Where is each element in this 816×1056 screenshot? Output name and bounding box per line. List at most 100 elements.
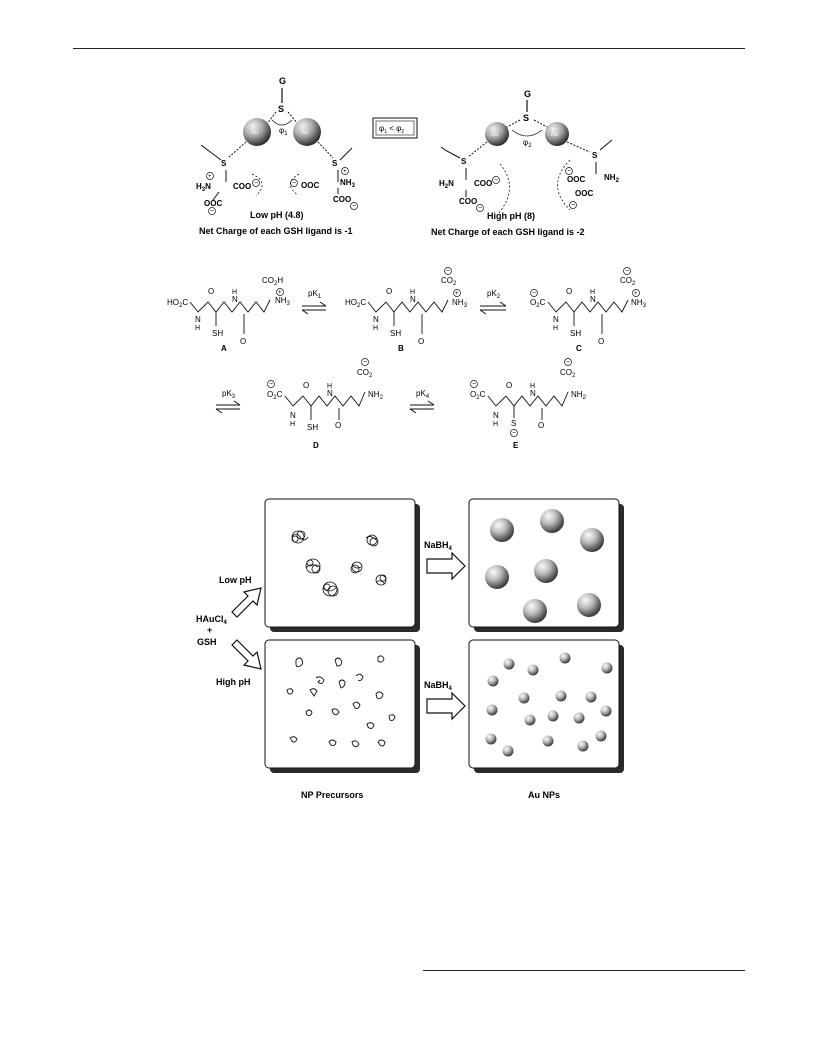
coo-left: COO — [233, 182, 251, 191]
low-ph-label: Low pH — [219, 575, 252, 585]
svg-text:H: H — [493, 421, 498, 428]
svg-text:S: S — [461, 157, 467, 166]
svg-text:COO: COO — [474, 179, 492, 188]
svg-text:−: − — [292, 180, 296, 187]
caption-low-ph: Low pH (4.8) — [250, 210, 304, 220]
svg-text:pK4: pK4 — [416, 389, 430, 400]
footnote-rule — [423, 970, 745, 972]
svg-text:NH2: NH2 — [571, 390, 587, 401]
svg-text:NH3: NH3 — [452, 298, 468, 309]
svg-text:+: + — [343, 169, 347, 175]
svg-text:O2C: O2C — [530, 298, 546, 309]
svg-text:S: S — [592, 151, 598, 160]
svg-text:N: N — [232, 295, 238, 304]
svg-text:−: − — [210, 208, 214, 215]
svg-text:−: − — [472, 381, 476, 388]
svg-text:CO2: CO2 — [357, 368, 373, 379]
svg-text:−: − — [566, 359, 570, 366]
svg-text:H: H — [410, 289, 415, 296]
svg-text:−: − — [446, 268, 450, 275]
svg-text:O: O — [386, 287, 392, 296]
caption-au-nps: Au NPs — [528, 790, 560, 800]
au-sphere-right-1 — [485, 122, 509, 146]
svg-text:pK2: pK2 — [487, 289, 501, 300]
svg-text:Au: Au — [551, 132, 558, 138]
net-charge-high: Net Charge of each GSH ligand is -2 — [431, 227, 585, 237]
s-label-left: S — [278, 104, 284, 114]
svg-text:HO2C: HO2C — [167, 298, 188, 309]
high-ph-arrow — [231, 639, 262, 670]
svg-text:N: N — [410, 295, 416, 304]
svg-text:−: − — [478, 205, 482, 212]
reagent-plus: + — [207, 625, 212, 635]
svg-text:Au: Au — [491, 132, 498, 138]
nabh4-arrow-bottom — [426, 691, 466, 721]
nh3-left: NH3 — [340, 178, 356, 189]
svg-text:Au: Au — [251, 130, 258, 136]
au-sphere-right-2 — [545, 122, 569, 146]
equilibrium-pk3: pK3 — [215, 389, 241, 414]
svg-text:N: N — [327, 389, 333, 398]
scheme-high-ph: G S φ2 Au Au S S H2N COO − COO − − OOC N… — [431, 89, 620, 237]
caption-high-ph: High pH (8) — [487, 211, 535, 221]
scheme-low-ph: G S φ1 Au Au S S + H3N COO − OOC − OOC − — [196, 76, 358, 236]
svg-text:CO2: CO2 — [441, 276, 457, 287]
svg-text:−: − — [571, 202, 575, 209]
panel-aunps-high — [468, 639, 620, 769]
label-a: A — [221, 344, 227, 353]
svg-text:φ1 < φ2: φ1 < φ2 — [379, 124, 404, 135]
au-nps-large — [485, 509, 604, 623]
label-d: D — [313, 441, 319, 450]
h2n-right: H2N — [439, 179, 454, 190]
svg-text:H: H — [530, 383, 535, 390]
svg-text:O: O — [566, 287, 572, 296]
caption-np-precursors: NP Precursors — [301, 790, 363, 800]
angle-phi2: φ2 — [523, 138, 532, 149]
reagent-gsh: GSH — [197, 637, 217, 647]
svg-text:−: − — [363, 359, 367, 366]
svg-text:COO: COO — [333, 195, 351, 204]
ooc-left: OOC — [204, 199, 222, 208]
svg-text:−: − — [269, 381, 273, 388]
svg-text:−: − — [254, 180, 258, 187]
svg-text:Au: Au — [301, 130, 308, 136]
precursor-clusters-low — [291, 530, 387, 597]
au-sphere-left-2 — [293, 118, 321, 146]
svg-text:+: + — [634, 291, 638, 297]
svg-text:G: G — [524, 89, 531, 99]
svg-text:−: − — [625, 268, 629, 275]
svg-text:N: N — [553, 315, 559, 324]
au-nps-small — [485, 652, 613, 757]
panel-precursors-low — [264, 498, 416, 628]
svg-text:O2C: O2C — [267, 390, 283, 401]
svg-text:pK1: pK1 — [308, 289, 322, 300]
svg-text:pK3: pK3 — [222, 389, 236, 400]
svg-text:COO: COO — [459, 197, 477, 206]
svg-text:N: N — [290, 411, 296, 420]
svg-text:H: H — [553, 325, 558, 332]
reagent-haucl4: HAuCl4 — [196, 614, 228, 626]
g-label-left: G — [279, 76, 286, 86]
equilibrium-pk2: pK2 — [479, 289, 507, 315]
molecule-a: CO2H + NH3 HO2C O O N H N H SH A — [167, 276, 291, 353]
label-e: E — [513, 441, 519, 450]
svg-text:O: O — [240, 337, 246, 346]
svg-text:N: N — [493, 411, 499, 420]
svg-text:O: O — [335, 421, 341, 430]
molecule-b: − CO2 + NH3 HO2C O O N H N H SH B — [345, 267, 468, 353]
nh2-right: NH2 — [604, 173, 620, 184]
phi-comparison-box: φ1 < φ2 — [372, 117, 418, 139]
svg-text:SH: SH — [212, 329, 223, 338]
svg-text:+: + — [455, 291, 459, 297]
svg-text:+: + — [208, 174, 212, 180]
svg-text:O: O — [538, 421, 544, 430]
svg-text:S: S — [332, 159, 338, 168]
svg-text:NH2: NH2 — [368, 390, 384, 401]
svg-text:N: N — [195, 315, 201, 324]
svg-text:O: O — [208, 287, 214, 296]
svg-text:HO2C: HO2C — [345, 298, 366, 309]
molecule-d: − CO2 NH2 − O2C O O N H N H SH D — [267, 358, 384, 450]
svg-text:O: O — [506, 381, 512, 390]
svg-text:N: N — [530, 389, 536, 398]
